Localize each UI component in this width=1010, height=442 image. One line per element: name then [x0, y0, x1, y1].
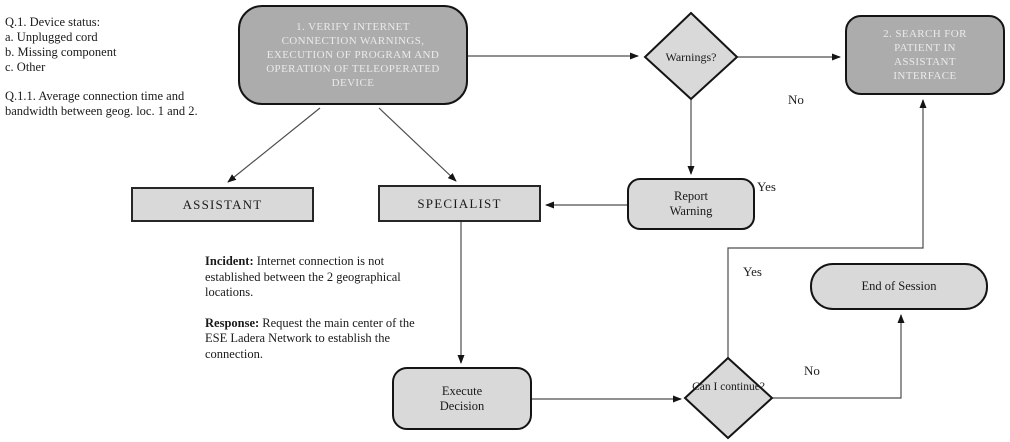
spacer	[5, 75, 223, 89]
node-verify-internet-connection: 1. VERIFY INTERNET CONNECTION WARNINGS, …	[238, 5, 468, 105]
q1-option-a: a. Unplugged cord	[5, 30, 98, 44]
edge-verify-to-assistant	[227, 107, 321, 183]
continue-diamond-shape	[683, 356, 774, 440]
warnings-diamond-shape	[643, 11, 739, 101]
q1-option-b: b. Missing component	[5, 45, 117, 59]
node-specialist: SPECIALIST	[378, 185, 541, 222]
edge-continue-yes-to-search	[727, 99, 927, 358]
incident-paragraph: Incident: Internet connection is not est…	[205, 254, 439, 301]
q1-title: Q.1. Device status:	[5, 15, 101, 29]
response-text: Request the main center of the ESE Lader…	[205, 315, 415, 361]
edge-label-no: No	[804, 363, 820, 378]
edge-label-yes: Yes	[743, 264, 762, 279]
question-annotation: Q.1. Device status: a. Unplugged cord b.…	[5, 15, 223, 119]
node-assistant: ASSISTANT	[131, 187, 314, 222]
node-report-warning: Report Warning	[627, 178, 755, 230]
incident-annotation: Incident: Internet connection is not est…	[205, 254, 439, 362]
q1-option-c: c. Other	[5, 60, 46, 74]
spacer	[205, 301, 439, 316]
incident-label: Incident:	[205, 254, 254, 268]
node-search-for-patient: 2. SEARCH FOR PATIENT IN ASSISTANT INTER…	[845, 15, 1005, 95]
q11-text: Q.1.1. Average connection time and bandw…	[5, 89, 198, 118]
response-paragraph: Response: Request the main center of the…	[205, 316, 439, 363]
edge-continue-no-to-end	[772, 314, 905, 399]
response-label: Response:	[205, 315, 260, 330]
edge-label-yes: Yes	[757, 179, 776, 194]
can-i-continue-decision-label: Can I continue?	[692, 381, 765, 393]
edge-label-no: No	[788, 92, 804, 107]
edge-verify-to-specialist	[378, 107, 457, 182]
incident-text: Internet connection is not established b…	[205, 254, 401, 299]
node-execute-decision: Execute Decision	[392, 367, 532, 430]
node-end-of-session: End of Session	[810, 263, 988, 310]
warnings-decision-label: Warnings?	[665, 50, 717, 64]
